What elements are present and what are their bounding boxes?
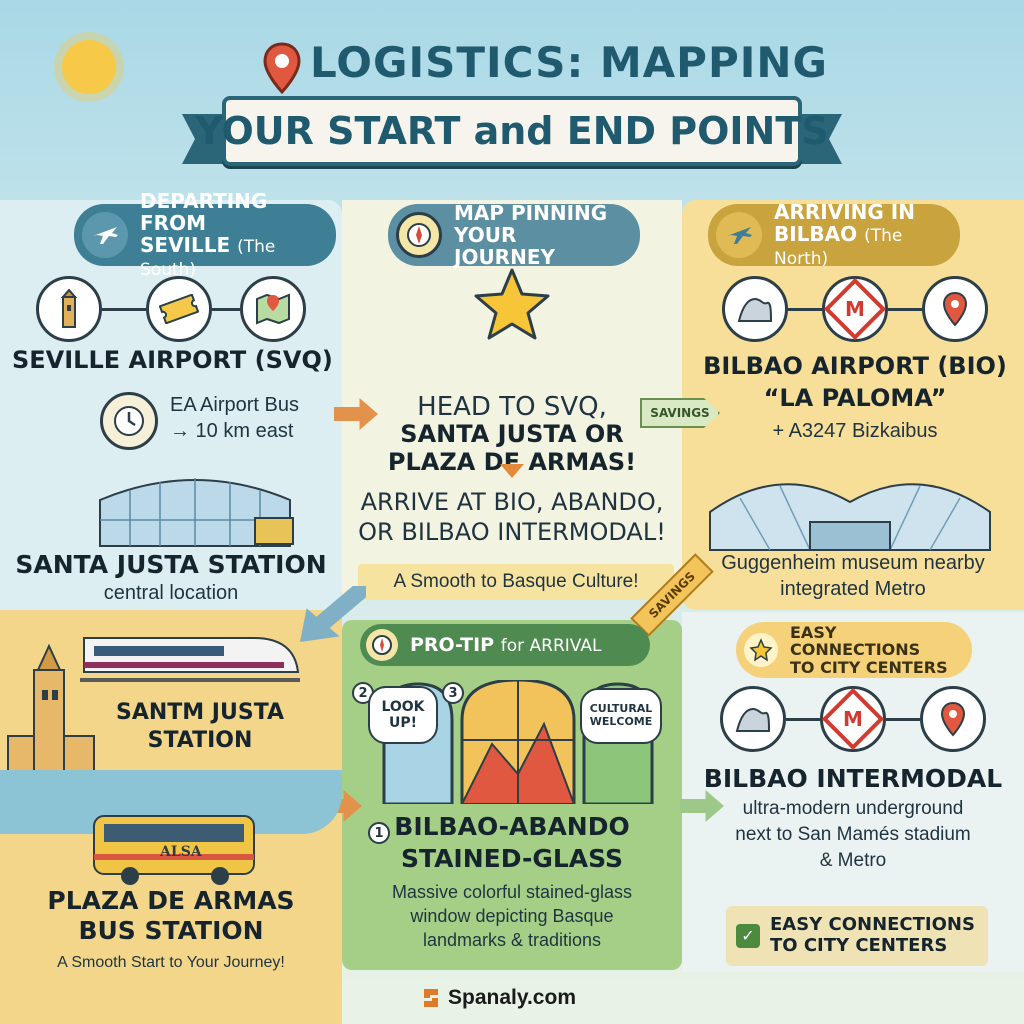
museum-icon xyxy=(722,276,788,342)
abando-title: BILBAO-ABANDO xyxy=(394,812,630,841)
bilbao-airport-title: BILBAO AIRPORT (BIO) xyxy=(703,352,1007,380)
departing-header-city: SEVILLE xyxy=(140,233,231,258)
down-arrow-icon xyxy=(500,464,524,478)
connector xyxy=(786,718,820,721)
metro-icon: M xyxy=(820,686,886,752)
abando-subtitle: STAINED-GLASS xyxy=(400,844,624,873)
ticket-icon xyxy=(146,276,212,342)
santa-justa-label-2: STATION xyxy=(147,728,253,753)
departing-header-region: (The South) xyxy=(140,237,276,280)
station-illustration xyxy=(80,460,310,550)
cathedral-icon xyxy=(36,276,102,342)
center-head-line2: SANTA JUSTA OR xyxy=(400,420,624,448)
connector xyxy=(888,308,922,311)
departing-header: DEPARTING FROM SEVILLE (The South) xyxy=(74,190,336,279)
star-icon xyxy=(744,633,778,667)
airplane-icon xyxy=(82,212,128,258)
intermodal-description: ultra-modern underground xyxy=(742,798,964,819)
check-icon: ✓ xyxy=(736,924,760,948)
easy-connections-callout: ✓ EASY CONNECTIONS TO CITY CENTERS xyxy=(726,906,988,966)
giralda-tower-illustration xyxy=(6,640,96,780)
abando-description-3: landmarks & traditions xyxy=(422,930,602,950)
map-icon xyxy=(240,276,306,342)
map-pinning-header-line2: YOUR JOURNEY xyxy=(454,223,555,269)
bus-illustration: ALSA xyxy=(90,808,260,888)
santa-justa-subtitle: central location xyxy=(103,582,239,604)
center-arrive-line1: ARRIVE AT BIO, ABANDO, xyxy=(360,488,664,516)
connector xyxy=(212,308,240,311)
easy-connections-header: EASY CONNECTIONS TO CITY CENTERS xyxy=(736,622,972,678)
bus-brand: ALSA xyxy=(160,844,202,860)
airport-building-illustration xyxy=(700,462,1000,552)
easy-connections-line2: TO CITY CENTERS xyxy=(790,657,948,677)
look-up-bubble: LOOK UP! xyxy=(368,686,438,744)
bilbao-airport-nickname: “LA PALOMA” xyxy=(763,384,947,412)
metro-note: integrated Metro xyxy=(780,578,926,600)
metro-letter: M xyxy=(843,707,863,731)
protip-header: PRO-TIP for ARRIVAL xyxy=(360,624,650,666)
map-pin-icon xyxy=(262,42,302,99)
intermodal-description-2: next to San Mamés stadium xyxy=(735,824,971,845)
departing-header-main: DEPARTING FROM xyxy=(140,189,268,236)
train-illustration xyxy=(80,628,300,688)
arriving-header-region: (The North) xyxy=(774,226,903,269)
step-badge: 1 xyxy=(368,822,390,844)
metro-icon: M xyxy=(822,276,888,342)
map-pinning-header-line1: MAP PINNING xyxy=(454,201,608,225)
protip-label-rest: for ARRIVAL xyxy=(500,635,602,656)
brand-name: Spanaly.com xyxy=(448,986,576,1009)
plaza-de-armas-subtitle: BUS STATION xyxy=(78,916,264,945)
santa-justa-label: SANTM JUSTA xyxy=(115,700,285,725)
compass-icon xyxy=(366,629,398,661)
cultural-welcome-bubble: CULTURAL WELCOME xyxy=(580,688,662,744)
step-badge: 3 xyxy=(442,682,464,704)
easy-connections-line1: EASY CONNECTIONS xyxy=(790,622,921,660)
protip-label: PRO-TIP xyxy=(410,633,495,656)
star-icon xyxy=(472,266,552,347)
center-banner: A Smooth to Basque Culture! xyxy=(358,564,674,600)
map-pinning-panel xyxy=(342,200,682,600)
seville-airport-title: SEVILLE AIRPORT (SVQ) xyxy=(12,346,333,374)
title-banner: YOUR START and END POINTS xyxy=(195,96,829,166)
seville-bus-line: EA Airport Bus xyxy=(170,394,299,416)
brand-footer[interactable]: Spanaly.com xyxy=(420,982,610,1014)
plaza-de-armas-title: PLAZA DE ARMAS xyxy=(47,886,295,915)
arriving-header-main: ARRIVING IN xyxy=(774,200,915,225)
guggenheim-note: Guggenheim museum nearby xyxy=(721,552,985,574)
intermodal-description-3: & Metro xyxy=(819,850,887,871)
bilbao-bus: + A3247 Bizkaibus xyxy=(772,420,938,442)
abando-description: Massive colorful stained-glass xyxy=(391,882,633,902)
center-arrive-line2: OR BILBAO INTERMODAL! xyxy=(358,518,666,546)
connector xyxy=(788,308,822,311)
santa-justa-title: SANTA JUSTA STATION xyxy=(15,550,327,579)
map-pin-icon xyxy=(920,686,986,752)
metro-letter: M xyxy=(845,297,865,321)
arriving-header-city: BILBAO xyxy=(774,222,858,247)
connector xyxy=(886,718,920,721)
map-pin-icon xyxy=(922,276,988,342)
map-pinning-header: MAP PINNING YOUR JOURNEY xyxy=(388,201,640,269)
easy-callout-line2: TO CITY CENTERS xyxy=(770,935,948,956)
arriving-header: ARRIVING IN BILBAO (The North) xyxy=(708,200,960,269)
connector xyxy=(102,308,146,311)
clock-icon xyxy=(100,392,158,450)
sun-illustration xyxy=(62,40,116,94)
abando-description-2: window depicting Basque xyxy=(410,906,614,926)
savings-tag: SAVINGS xyxy=(640,398,720,428)
title-line-1: LOGISTICS: MAPPING xyxy=(310,38,828,87)
compass-icon xyxy=(396,212,442,258)
brand-logo-icon xyxy=(424,989,438,1007)
center-head-line1: HEAD TO SVQ, xyxy=(417,392,607,422)
airplane-icon xyxy=(716,212,762,258)
plaza-de-armas-note: A Smooth Start to Your Journey! xyxy=(57,954,285,971)
seville-bus-distance: → 10 km east xyxy=(170,420,294,442)
intermodal-title: BILBAO INTERMODAL xyxy=(703,764,1003,793)
easy-callout-line1: EASY CONNECTIONS xyxy=(770,914,975,936)
museum-icon xyxy=(720,686,786,752)
